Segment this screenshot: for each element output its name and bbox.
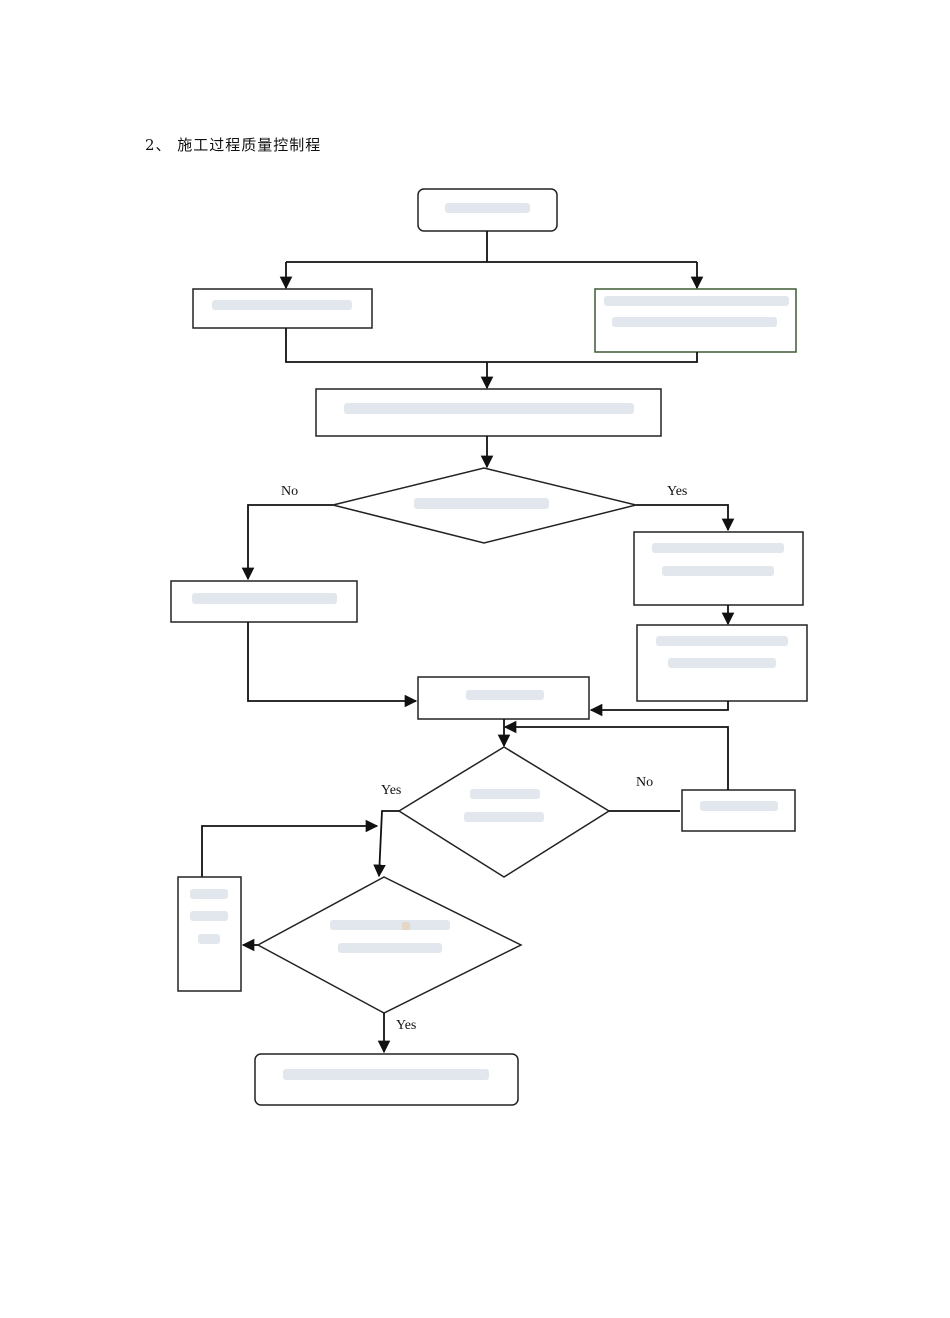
no-step-node	[170, 580, 358, 623]
edge-label-yes-3: Yes	[396, 1018, 416, 1033]
connector-yes-step-to-join	[589, 701, 729, 717]
right-input-node	[594, 288, 797, 353]
yes-step-1-node	[633, 531, 804, 606]
end-node	[254, 1053, 519, 1106]
edge-label-no-1: No	[281, 484, 298, 499]
rework-step-node	[681, 789, 796, 832]
decision-2-node	[397, 746, 611, 878]
page-title: 2、 施工过程质量控制程	[145, 136, 322, 154]
connector-side-step-loop	[201, 819, 379, 877]
connector-decision-1-no	[241, 504, 333, 581]
edge-label-yes-1: Yes	[667, 484, 687, 499]
connector-no-step-to-join	[247, 622, 418, 708]
start-node	[417, 188, 558, 232]
connector-decision-2-yes	[373, 810, 399, 878]
decision-3-node	[256, 876, 523, 1014]
yes-step-2-node	[636, 624, 808, 702]
merge-step-node	[315, 388, 662, 437]
connector-rework-loop	[503, 720, 729, 790]
connector-left-input-down	[285, 328, 698, 363]
decision-1-node	[332, 467, 637, 544]
connector-decision-1-yes	[636, 504, 735, 532]
edge-label-no-2: No	[636, 775, 653, 790]
left-input-node	[192, 288, 373, 329]
join-step-node	[417, 676, 590, 720]
edge-label-yes-2: Yes	[381, 783, 401, 798]
side-step-node	[177, 876, 242, 992]
